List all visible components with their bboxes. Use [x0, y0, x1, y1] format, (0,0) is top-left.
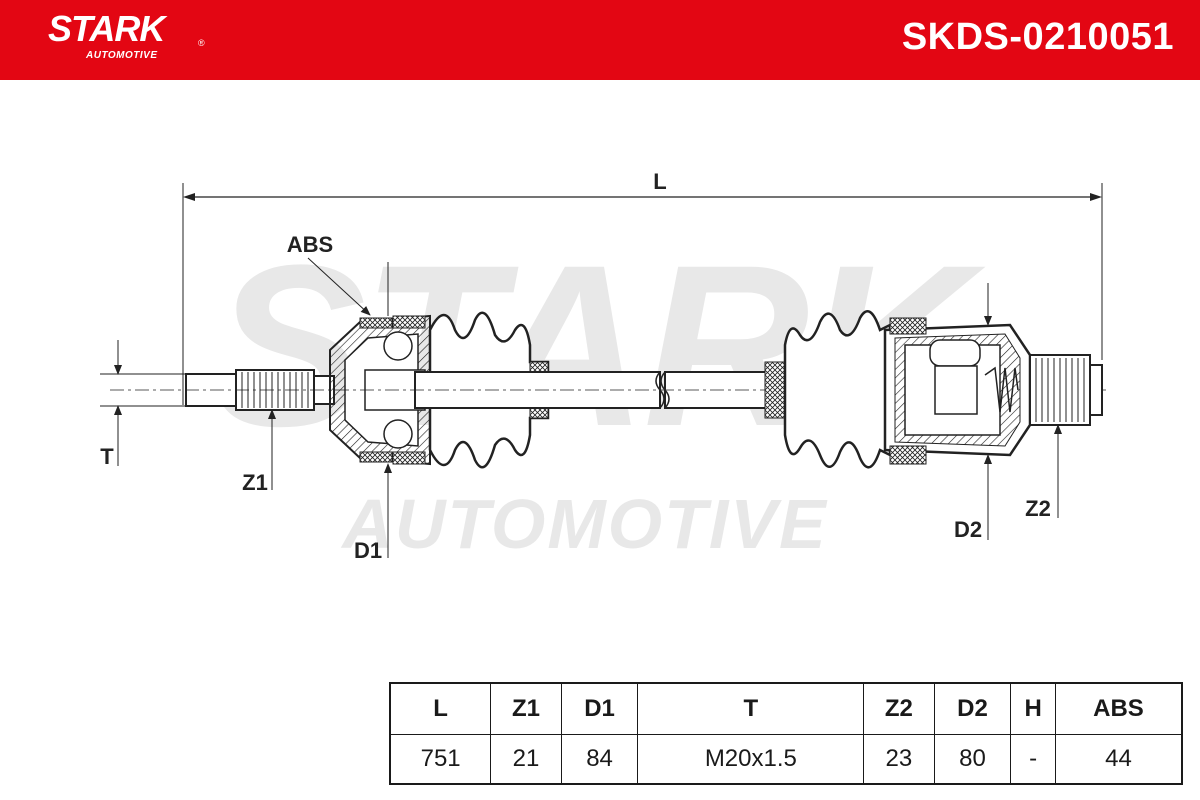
- spec-table: L Z1 D1 T Z2 D2 H ABS 751 21 84 M20x1.5 …: [389, 682, 1183, 785]
- label-abs: ABS: [287, 232, 333, 257]
- spec-header: D1: [560, 682, 639, 735]
- label-d2: D2: [954, 517, 982, 542]
- label-d1: D1: [354, 538, 382, 563]
- spec-value: 84: [560, 734, 639, 785]
- spec-value-row: 751 21 84 M20x1.5 23 80 - 44: [389, 734, 1183, 785]
- spec-header: T: [637, 682, 865, 735]
- spec-header: D2: [933, 682, 1012, 735]
- spec-header-row: L Z1 D1 T Z2 D2 H ABS: [389, 682, 1183, 735]
- spec-value: 21: [490, 734, 562, 785]
- drive-shaft-drawing: STARK AUTOMOTIVE L: [100, 169, 1110, 563]
- watermark-automotive: AUTOMOTIVE: [340, 485, 828, 563]
- spec-header: Z2: [863, 682, 935, 735]
- spec-value: -: [1010, 734, 1056, 785]
- label-t: T: [100, 444, 114, 469]
- spec-value: 23: [863, 734, 935, 785]
- stark-logo: STARK ® AUTOMOTIVE: [48, 8, 218, 68]
- spec-header: Z1: [490, 682, 562, 735]
- label-z2: Z2: [1025, 496, 1051, 521]
- spec-value: M20x1.5: [637, 734, 865, 785]
- dimension-l: [182, 183, 1103, 405]
- logo-subtitle: AUTOMOTIVE: [86, 50, 158, 61]
- spec-header: H: [1010, 682, 1056, 735]
- label-l: L: [653, 169, 666, 194]
- spec-header: ABS: [1054, 682, 1183, 735]
- spec-value: 751: [389, 734, 492, 785]
- spec-value: 80: [933, 734, 1012, 785]
- logo-brand: STARK: [48, 8, 165, 49]
- dimension-leaders: [100, 257, 1062, 558]
- right-tripod-joint: [883, 317, 1103, 465]
- label-z1: Z1: [242, 470, 268, 495]
- header-bar: [0, 0, 1200, 80]
- spec-value: 44: [1054, 734, 1183, 785]
- spec-header: L: [389, 682, 492, 735]
- part-number: SKDS-0210051: [901, 16, 1174, 58]
- registered-icon: ®: [198, 38, 205, 48]
